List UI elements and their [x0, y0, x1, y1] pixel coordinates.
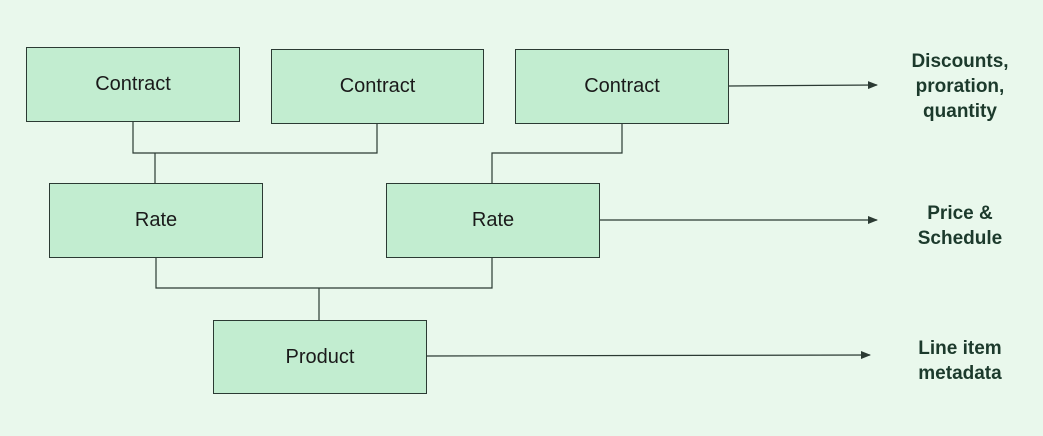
rate-annotation: Price & Schedule: [890, 201, 1030, 251]
contract-box-3: Contract: [515, 49, 729, 124]
arrow-product-annotation: [426, 351, 871, 360]
contract-annotation-line: Discounts,: [911, 51, 1009, 72]
contract-box-1: Contract: [26, 47, 240, 122]
contract-box-label: Contract: [95, 73, 171, 95]
rate-box-2: Rate: [386, 183, 600, 258]
contract-annotation-line: quantity: [923, 101, 997, 122]
product-annotation-line: metadata: [918, 363, 1002, 384]
product-box-label: Product: [285, 345, 355, 368]
connector-contracts-to-rate-1: [132, 122, 378, 183]
rate-box-label: Rate: [134, 209, 178, 231]
rate-box-label: Rate: [471, 209, 515, 231]
contract-box-label: Contract: [339, 75, 416, 97]
rate-box-1: Rate: [49, 183, 263, 258]
product-annotation-line: Line item: [918, 338, 1002, 359]
product-box: Product: [213, 320, 427, 394]
connector-contract-to-rate-2: [491, 124, 623, 183]
product-annotation: Line item metadata: [890, 336, 1030, 386]
rate-annotation-line: Price &: [927, 203, 993, 224]
contract-annotation-line: proration,: [915, 76, 1005, 97]
contract-box-2: Contract: [271, 49, 484, 124]
contract-box-label: Contract: [584, 75, 660, 97]
connector-rates-to-product: [155, 258, 493, 320]
contract-annotation: Discounts, proration, quantity: [890, 49, 1030, 124]
arrow-contract-annotation: [728, 81, 878, 90]
rate-annotation-line: Schedule: [917, 228, 1003, 249]
